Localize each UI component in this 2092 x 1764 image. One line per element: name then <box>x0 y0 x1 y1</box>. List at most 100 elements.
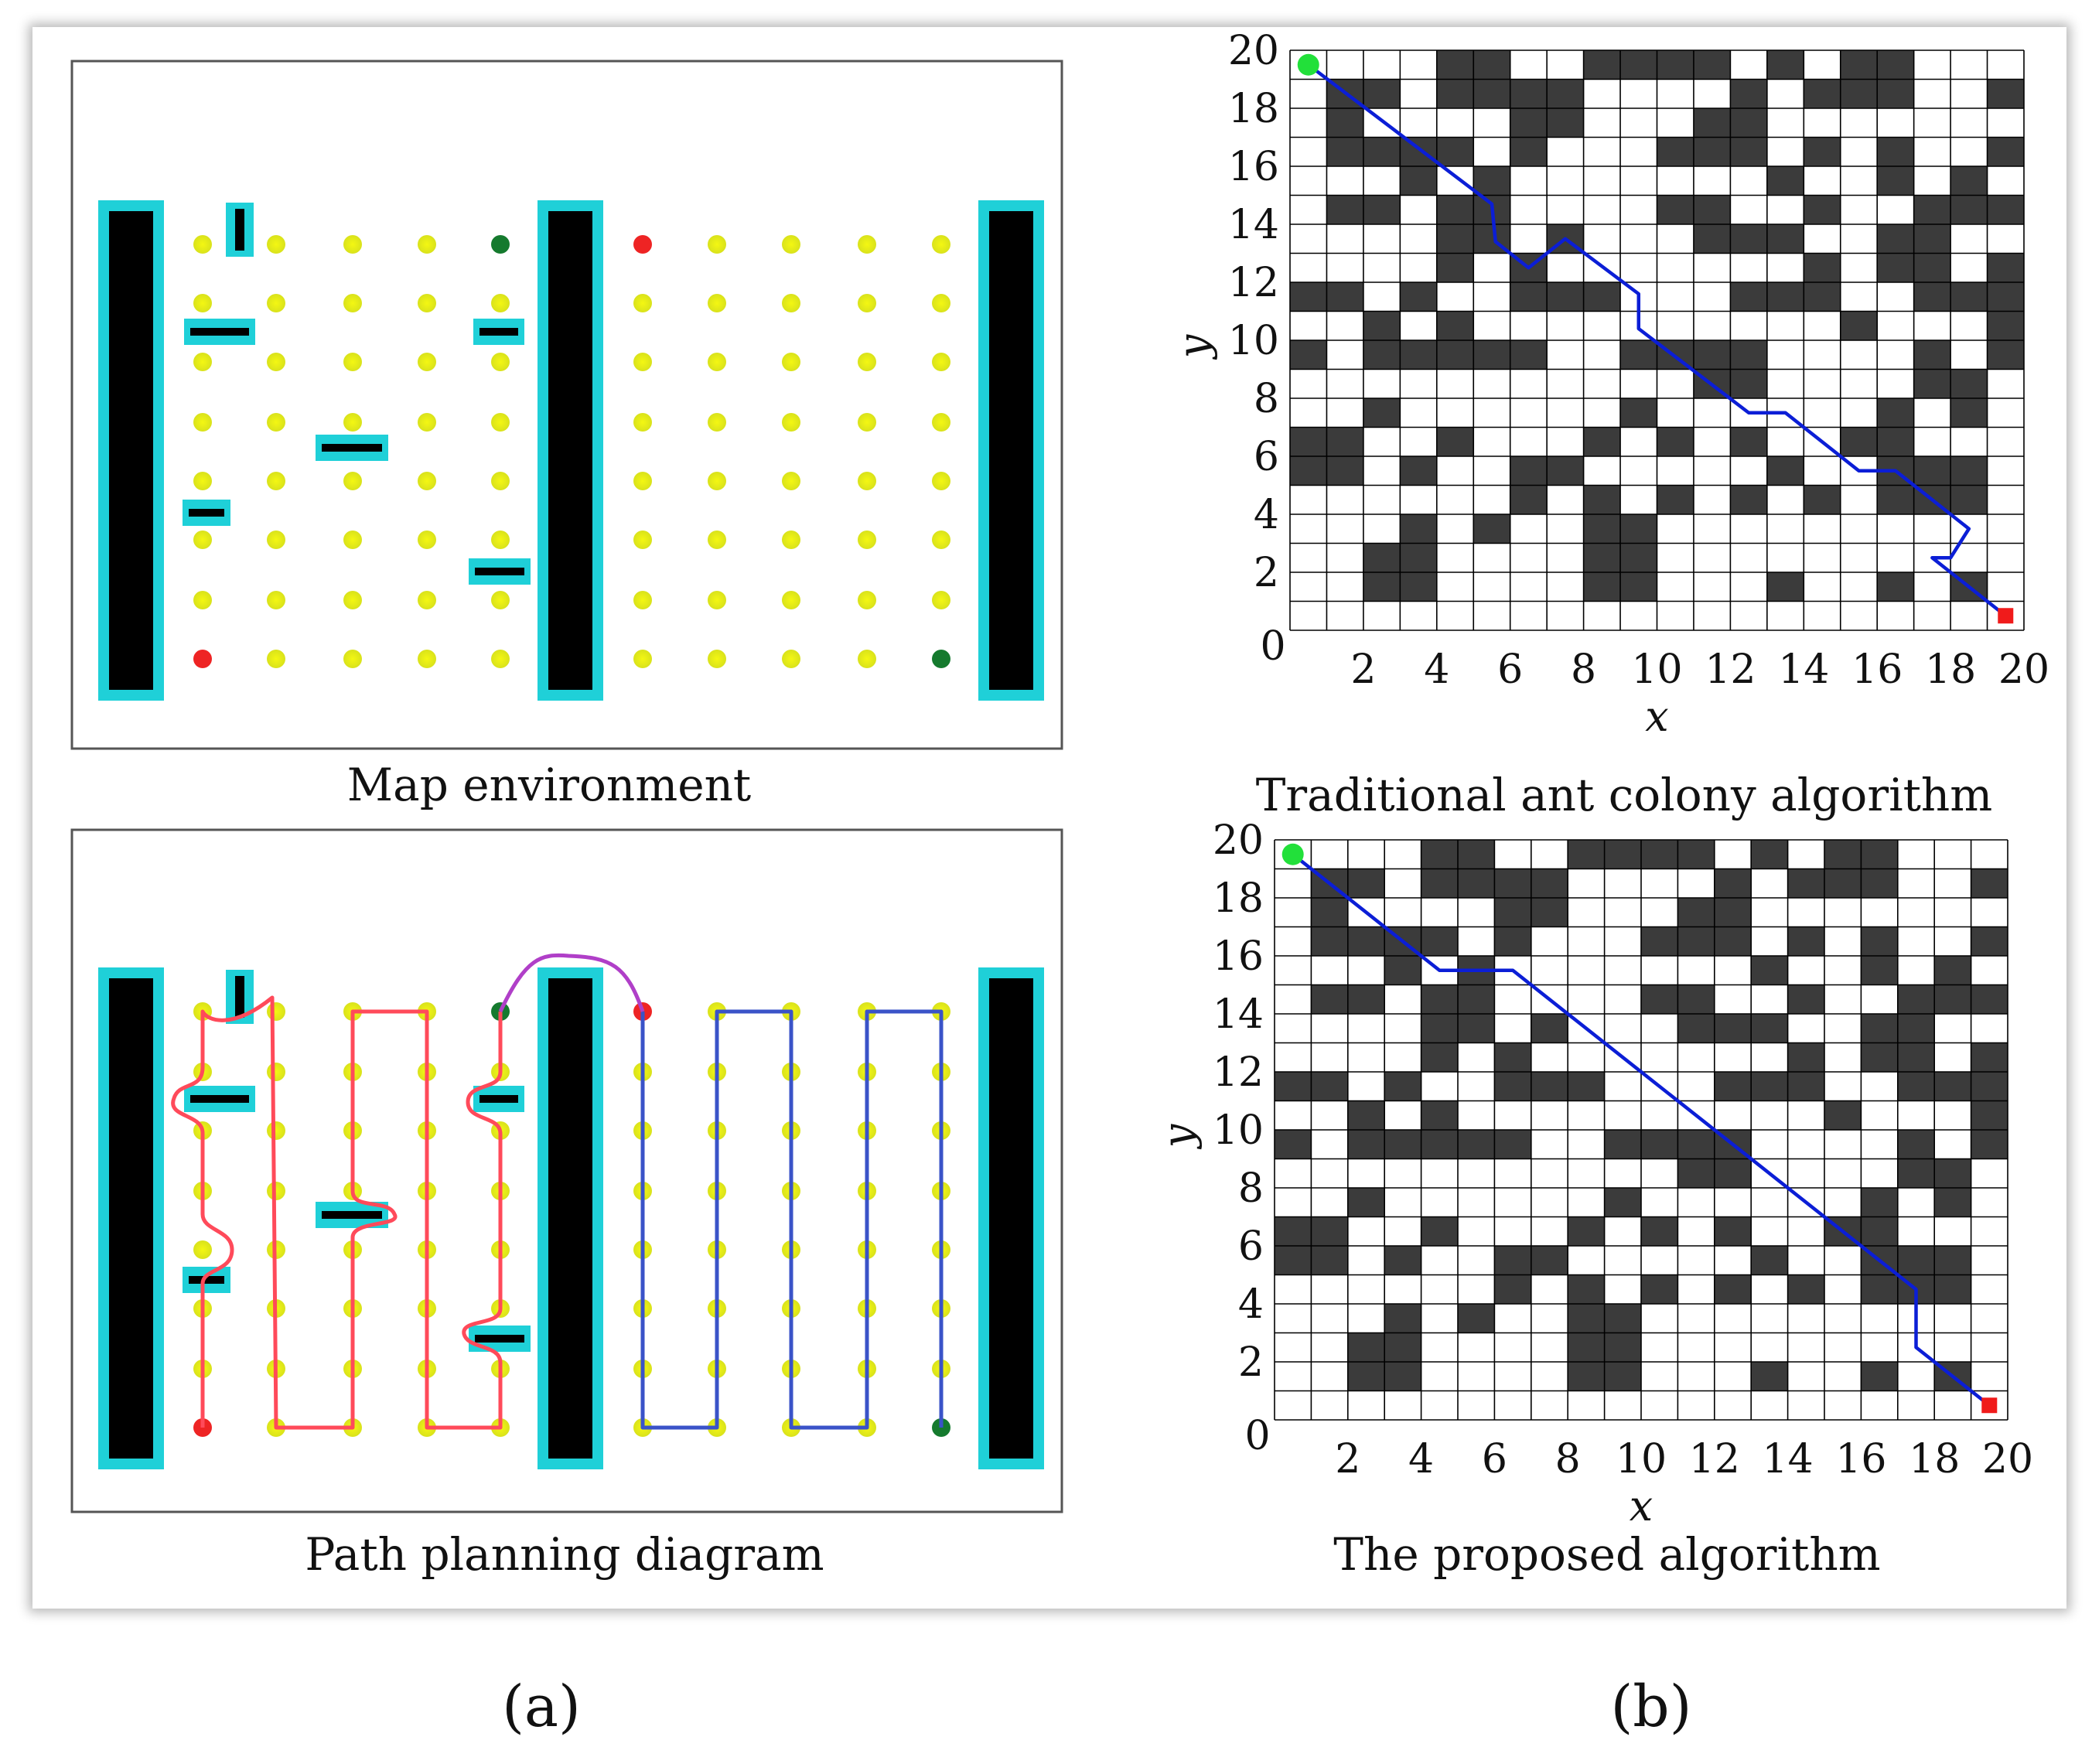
obstacle-cell <box>1583 485 1621 515</box>
obstacle-cell <box>1275 1216 1312 1247</box>
waypoint-dot <box>782 353 800 371</box>
obstacle-cell <box>1347 1100 1385 1131</box>
obstacle-cell <box>1347 1332 1385 1363</box>
obstacle-cell <box>1840 427 1878 457</box>
traditional-caption: Traditional ant colony algorithm <box>1256 769 1993 821</box>
wall <box>109 211 153 690</box>
obstacle-cell <box>1458 1130 1495 1159</box>
obstacle-cell <box>1641 840 1678 869</box>
obstacle-cell <box>1458 984 1495 1015</box>
waypoint-dot <box>932 235 950 254</box>
waypoint-dot <box>267 531 285 549</box>
waypoint-dot <box>418 650 436 668</box>
obstacle-cell <box>1877 427 1915 457</box>
obstacle-cell <box>1510 137 1548 167</box>
waypoint-dot <box>193 472 212 490</box>
panel-label-a: (a) <box>502 1674 581 1740</box>
obstacle-cell <box>1458 868 1495 899</box>
route-line <box>1292 852 1991 1407</box>
y-tick-label: 4 <box>1254 492 1279 538</box>
obstacle-cell <box>1693 195 1731 225</box>
obstacle-cell <box>1436 50 1474 80</box>
obstacle-cell <box>1824 840 1862 869</box>
waypoint-dot <box>708 294 726 312</box>
obstacle-cell <box>1311 926 1349 957</box>
x-tick-label: 18 <box>1909 1436 1960 1483</box>
obstacle-cell <box>1583 427 1621 457</box>
obstacle-cell <box>1950 166 1988 196</box>
obstacle-cell <box>1347 984 1385 1015</box>
obstacle-cell <box>1950 282 1988 312</box>
obstacle-cell <box>1326 427 1364 457</box>
obstacle-cell <box>1347 1130 1385 1159</box>
y-tick-label: 2 <box>1254 550 1279 596</box>
obstacle-cell <box>1568 1332 1606 1363</box>
waypoint-dot <box>193 531 212 549</box>
obstacle-cell <box>1494 868 1532 899</box>
obstacle-cell <box>1547 282 1585 312</box>
obstacle-cell <box>1568 1274 1606 1305</box>
obstacle-cell <box>1275 1072 1312 1101</box>
obstacle-cell <box>1604 1304 1642 1333</box>
obstacle-cell <box>1877 166 1915 196</box>
waypoint-dot <box>932 591 950 609</box>
waypoint-dot <box>708 353 726 371</box>
waypoint-dot <box>267 1002 285 1021</box>
obstacle-cell <box>1363 311 1401 341</box>
obstacle-cell <box>1766 50 1804 80</box>
waypoint-dot <box>418 413 436 432</box>
x-tick-label: 8 <box>1555 1436 1581 1483</box>
y-axis-label: y <box>1169 333 1218 360</box>
x-tick-label: 12 <box>1705 647 1756 693</box>
obstacle-cell <box>1751 1014 1789 1043</box>
obstacle-cell <box>1347 926 1385 957</box>
obstacle-cell <box>1971 1072 2008 1101</box>
waypoint-dot <box>343 591 362 609</box>
obstacle-cell <box>1934 1188 1972 1217</box>
route-line <box>1307 63 2007 618</box>
obstacle-cell <box>1913 195 1951 225</box>
obstacle-cell <box>1436 311 1474 341</box>
obstacle-cell <box>1987 195 2025 225</box>
waypoint-dot <box>267 235 285 254</box>
obstacle-cell <box>1693 340 1731 370</box>
obstacle-cell <box>1714 1014 1752 1043</box>
waypoint-dot <box>418 531 436 549</box>
obstacle-cell <box>1436 253 1474 283</box>
x-tick-label: 20 <box>1998 647 2049 693</box>
waypoint-dot <box>267 413 285 432</box>
obstacle-cell <box>1730 427 1768 457</box>
obstacle-cell <box>1494 1130 1532 1159</box>
goal-marker <box>1998 608 2014 624</box>
obstacle-cell <box>1824 1100 1862 1131</box>
waypoint-dot <box>708 413 726 432</box>
obstacle-cell <box>1861 868 1899 899</box>
obstacle-cell <box>1714 1274 1752 1305</box>
obstacle-cell <box>1677 1158 1715 1189</box>
y-tick-label: 6 <box>1254 434 1279 480</box>
waypoint-dot <box>193 294 212 312</box>
x-tick-label: 2 <box>1350 647 1376 693</box>
y-tick-label: 20 <box>1228 28 1279 74</box>
obstacle-cell <box>1641 1216 1678 1247</box>
waypoint-dot <box>932 413 950 432</box>
obstacle-cell <box>1620 543 1657 573</box>
obstacle-cell <box>1950 485 1988 515</box>
obstacle-cell <box>1326 282 1364 312</box>
waypoint-dot <box>418 591 436 609</box>
obstacle-cell <box>1861 840 1899 869</box>
waypoint-dot <box>708 650 726 668</box>
obstacle-cell <box>1568 1304 1606 1333</box>
obstacle-cell <box>1987 311 2025 341</box>
obstacle-cell <box>1641 1130 1678 1159</box>
obstacle-cell <box>1730 79 1768 109</box>
wall <box>548 211 592 690</box>
obstacle-cell <box>1730 137 1768 167</box>
y-tick-label: 16 <box>1213 933 1264 980</box>
obstacle-cell <box>1510 456 1548 486</box>
goal-marker <box>1981 1397 1998 1414</box>
obstacle-cell <box>1913 253 1951 283</box>
x-axis-label: x <box>1645 692 1668 741</box>
waypoint-dot <box>491 531 510 549</box>
waypoint-dot <box>491 413 510 432</box>
